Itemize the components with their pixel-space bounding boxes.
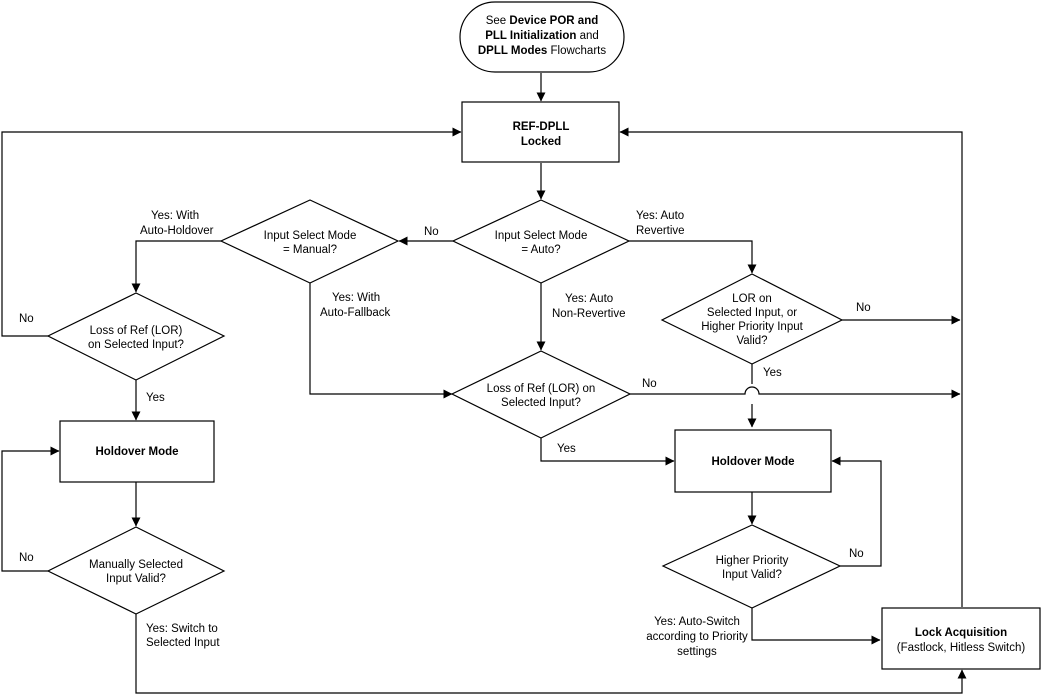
label-no-manual-valid: No (19, 552, 34, 564)
lor-center-decision (450, 350, 632, 439)
higher-line2: Input Valid? (722, 569, 782, 581)
start-line3: DPLL Modes Flowcharts (478, 45, 606, 57)
label-yes-lor-right: Yes (763, 367, 782, 379)
label-no-lor-right: No (856, 302, 871, 314)
holdover-left-label: Holdover Mode (95, 446, 178, 458)
edge-lor-center-yes (540, 438, 675, 466)
edge-higher-yes (751, 608, 881, 645)
edge-manual-fallback (309, 283, 453, 399)
lor-right-line1: LOR on (732, 293, 772, 305)
lock-acq-subtitle: (Fastlock, Hitless Switch) (897, 642, 1026, 654)
lor-center-line1: Loss of Ref (LOR) on (487, 383, 596, 395)
start-line1: See Device POR and (486, 15, 599, 27)
edge-manual-valid-no (1, 446, 60, 572)
label-yes-lor-center: Yes (557, 443, 576, 455)
holdover-right-box (674, 429, 832, 493)
label-yes-auto-rev-1: Yes: Auto (636, 210, 684, 222)
label-no-lor-center: No (642, 378, 657, 390)
lor-left-line2: on Selected Input? (88, 339, 184, 351)
locked-line2: Locked (521, 136, 561, 148)
label-yes-auto-rev-2: Revertive (636, 225, 685, 237)
lor-right-line2: Selected Input, or (707, 307, 797, 319)
label-yes-autoswitch-2: according to Priority (646, 631, 748, 643)
label-yes-holdover-1: Yes: With (151, 210, 199, 222)
manual-valid-line1: Manually Selected (89, 559, 183, 571)
lor-right-decision (660, 273, 844, 365)
lor-right-line4: Valid? (736, 335, 767, 347)
lor-center-line2: Selected Input? (501, 397, 581, 409)
start-terminator (459, 1, 625, 73)
edge-manual-holdover (131, 240, 221, 293)
lor-left-decision (46, 292, 226, 381)
lock-acquisition-box (881, 607, 1041, 670)
manual-valid-line2: Input Valid? (106, 573, 166, 585)
label-yes-switch-1: Yes: Switch to (146, 623, 218, 635)
label-yes-holdover-2: Auto-Holdover (140, 225, 214, 237)
label-yes-fallback-1: Yes: With (332, 292, 380, 304)
auto-decision (451, 199, 631, 284)
label-yes-switch-2: Selected Input (146, 637, 220, 649)
lor-right-line3: Higher Priority Input (701, 321, 803, 333)
manual-decision (219, 199, 400, 284)
label-yes-autoswitch-1: Yes: Auto-Switch (654, 616, 740, 628)
holdover-right-label: Holdover Mode (711, 456, 794, 468)
label-yes-autoswitch-3: settings (677, 646, 717, 658)
label-yes-fallback-2: Auto-Fallback (320, 307, 391, 319)
manual-line2: = Manual? (283, 244, 337, 256)
higher-priority-decision (661, 524, 842, 609)
manual-valid-decision (46, 526, 226, 615)
auto-line2: = Auto? (521, 244, 560, 256)
higher-line1: Higher Priority (716, 555, 789, 567)
locked-box (461, 101, 620, 163)
label-no-lor-left: No (19, 313, 34, 325)
edge-manual-valid-yes (135, 614, 967, 694)
label-yes-auto-nonrev-1: Yes: Auto (565, 293, 613, 305)
label-no-higher: No (849, 548, 864, 560)
lock-acq-title: Lock Acquisition (915, 627, 1007, 639)
label-yes-auto-nonrev-2: Non-Revertive (552, 308, 626, 320)
start-line2: PLL Initialization and (485, 30, 599, 42)
holdover-left-box (59, 420, 215, 483)
locked-line1: REF-DPLL (513, 121, 570, 133)
edge-lor-left-no (1, 127, 462, 337)
edge-lor-center-no (630, 386, 961, 399)
manual-line1: Input Select Mode (264, 230, 357, 242)
auto-line1: Input Select Mode (495, 230, 588, 242)
label-yes-lor-left: Yes (146, 392, 165, 404)
edge-auto-revertive (629, 240, 757, 274)
label-no-auto: No (424, 226, 439, 238)
edge-higher-no (831, 456, 882, 567)
lor-left-line1: Loss of Ref (LOR) (90, 325, 183, 337)
edge-lock-to-locked (619, 127, 963, 607)
